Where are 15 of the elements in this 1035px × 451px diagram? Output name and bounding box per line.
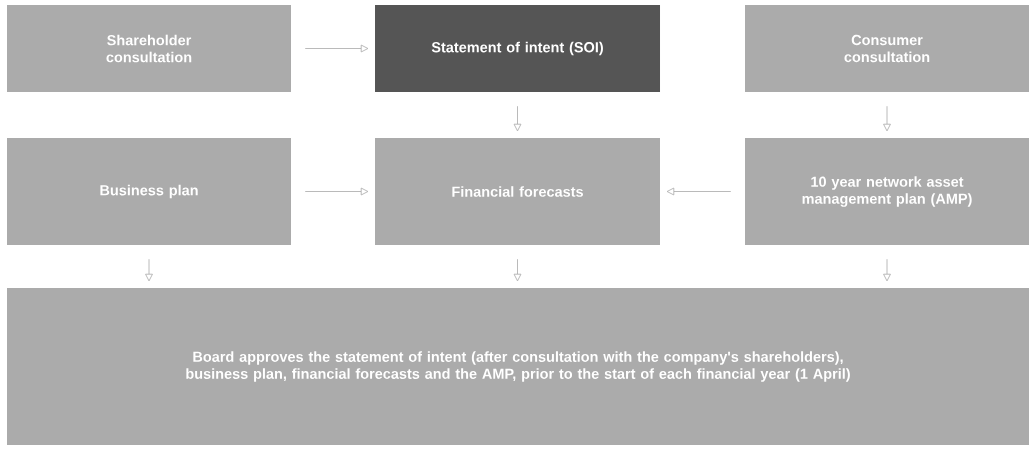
process-box: 10 year network asset management plan (AMP) bbox=[745, 138, 1029, 245]
arrow bbox=[513, 258, 522, 282]
process-box: Consumer consultation bbox=[745, 5, 1029, 92]
arrow bbox=[883, 105, 891, 132]
arrow bbox=[145, 258, 153, 282]
process-box: Shareholder consultation bbox=[7, 5, 291, 92]
arrow bbox=[883, 258, 891, 282]
process-box: Business plan bbox=[7, 138, 291, 245]
process-box: Financial forecasts bbox=[375, 138, 660, 245]
process-box: Board approves the statement of intent (after consultation with the company's shareholders), business plan, financial forecasts and the AMP, prior to the start of each financial year (1 April) bbox=[7, 288, 1029, 445]
arrow bbox=[304, 187, 369, 196]
arrow bbox=[666, 187, 732, 196]
highlighted-process-box: Statement of intent (SOI) bbox=[375, 5, 660, 92]
arrow bbox=[304, 44, 369, 53]
arrow bbox=[513, 105, 522, 132]
